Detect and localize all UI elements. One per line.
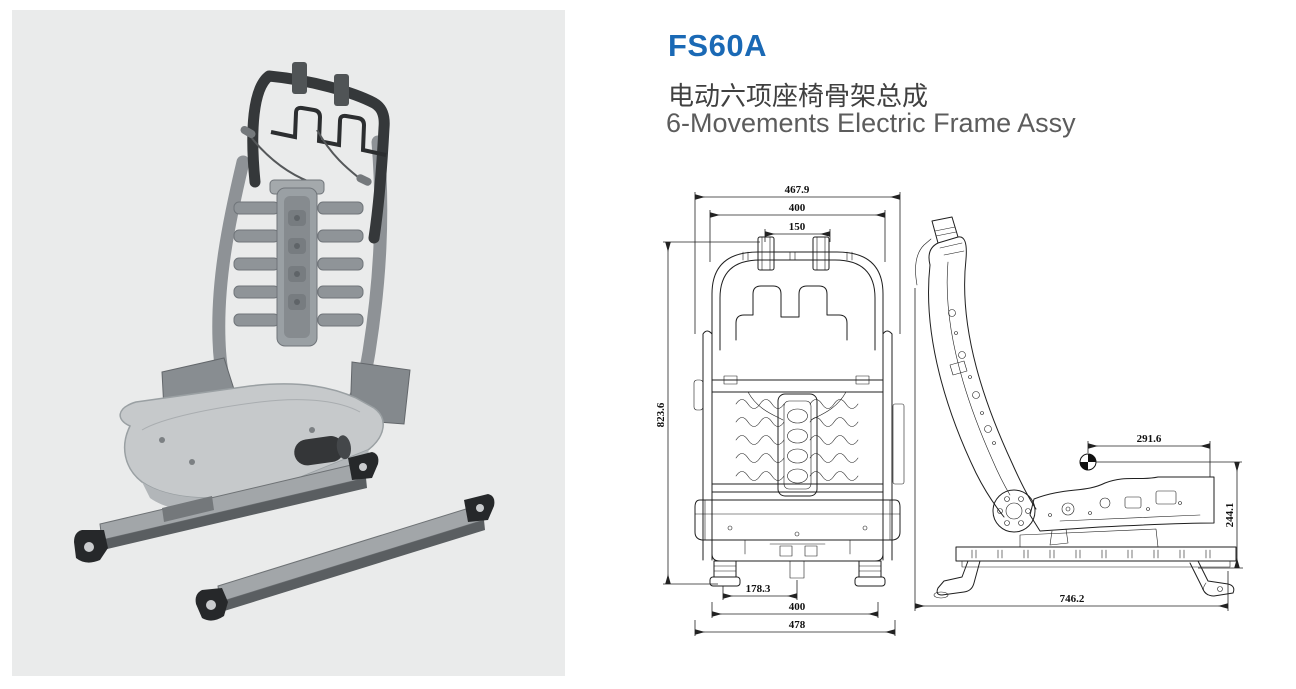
- front-view-outline: [693, 236, 905, 587]
- side-view-drawing: 291.6 244.1 746.2: [914, 216, 1243, 611]
- dim-overall-width: 467.9: [785, 184, 810, 196]
- product-photo-panel: [12, 10, 565, 676]
- product-model: FS60A: [668, 28, 767, 63]
- lumbar-support-mat: [233, 179, 364, 347]
- h-point-icon: [1079, 453, 1097, 471]
- dim-overall-height: 823.6: [655, 402, 667, 427]
- lumbar-actuator: [777, 393, 818, 497]
- seat-frame-3d-render-icon: [74, 62, 495, 621]
- side-view-dimensions: 291.6 244.1 746.2: [914, 288, 1243, 611]
- dim-frame-width: 400: [789, 202, 806, 214]
- dim-base-width: 478: [789, 619, 806, 631]
- dim-rail-span: 400: [789, 601, 806, 613]
- product-name-en: 6-Movements Electric Frame Assy: [666, 108, 1076, 138]
- dim-hpoint-offset: 291.6: [1137, 433, 1162, 445]
- dim-overall-length: 746.2: [1060, 593, 1085, 605]
- front-view-drawing: 467.9 400 150 823.6 178.3 400 478: [655, 184, 905, 636]
- dim-foot-to-center: 178.3: [746, 583, 771, 595]
- dim-headrest-pitch: 150: [789, 221, 806, 233]
- suspension-springs: [735, 399, 859, 481]
- product-name-zh: 电动六项座椅骨架总成: [668, 81, 929, 111]
- headrest-bushing: [334, 74, 349, 106]
- backrest-wire: [270, 105, 387, 157]
- recliner-hub: [992, 489, 1036, 533]
- seat-backrest-frame: [212, 62, 390, 417]
- seat-motor: [294, 435, 352, 466]
- seat-rear-rail: [195, 494, 495, 621]
- seat-front-rail: [74, 452, 379, 563]
- headrest-bushing: [292, 62, 307, 94]
- dim-hpoint-height: 244.1: [1224, 503, 1236, 528]
- front-view-feet: [709, 560, 886, 587]
- side-view-outline: [915, 216, 1237, 599]
- seat-rail: [955, 546, 1237, 562]
- front-view-dimensions: 467.9 400 150 823.6 178.3 400 478: [655, 184, 901, 636]
